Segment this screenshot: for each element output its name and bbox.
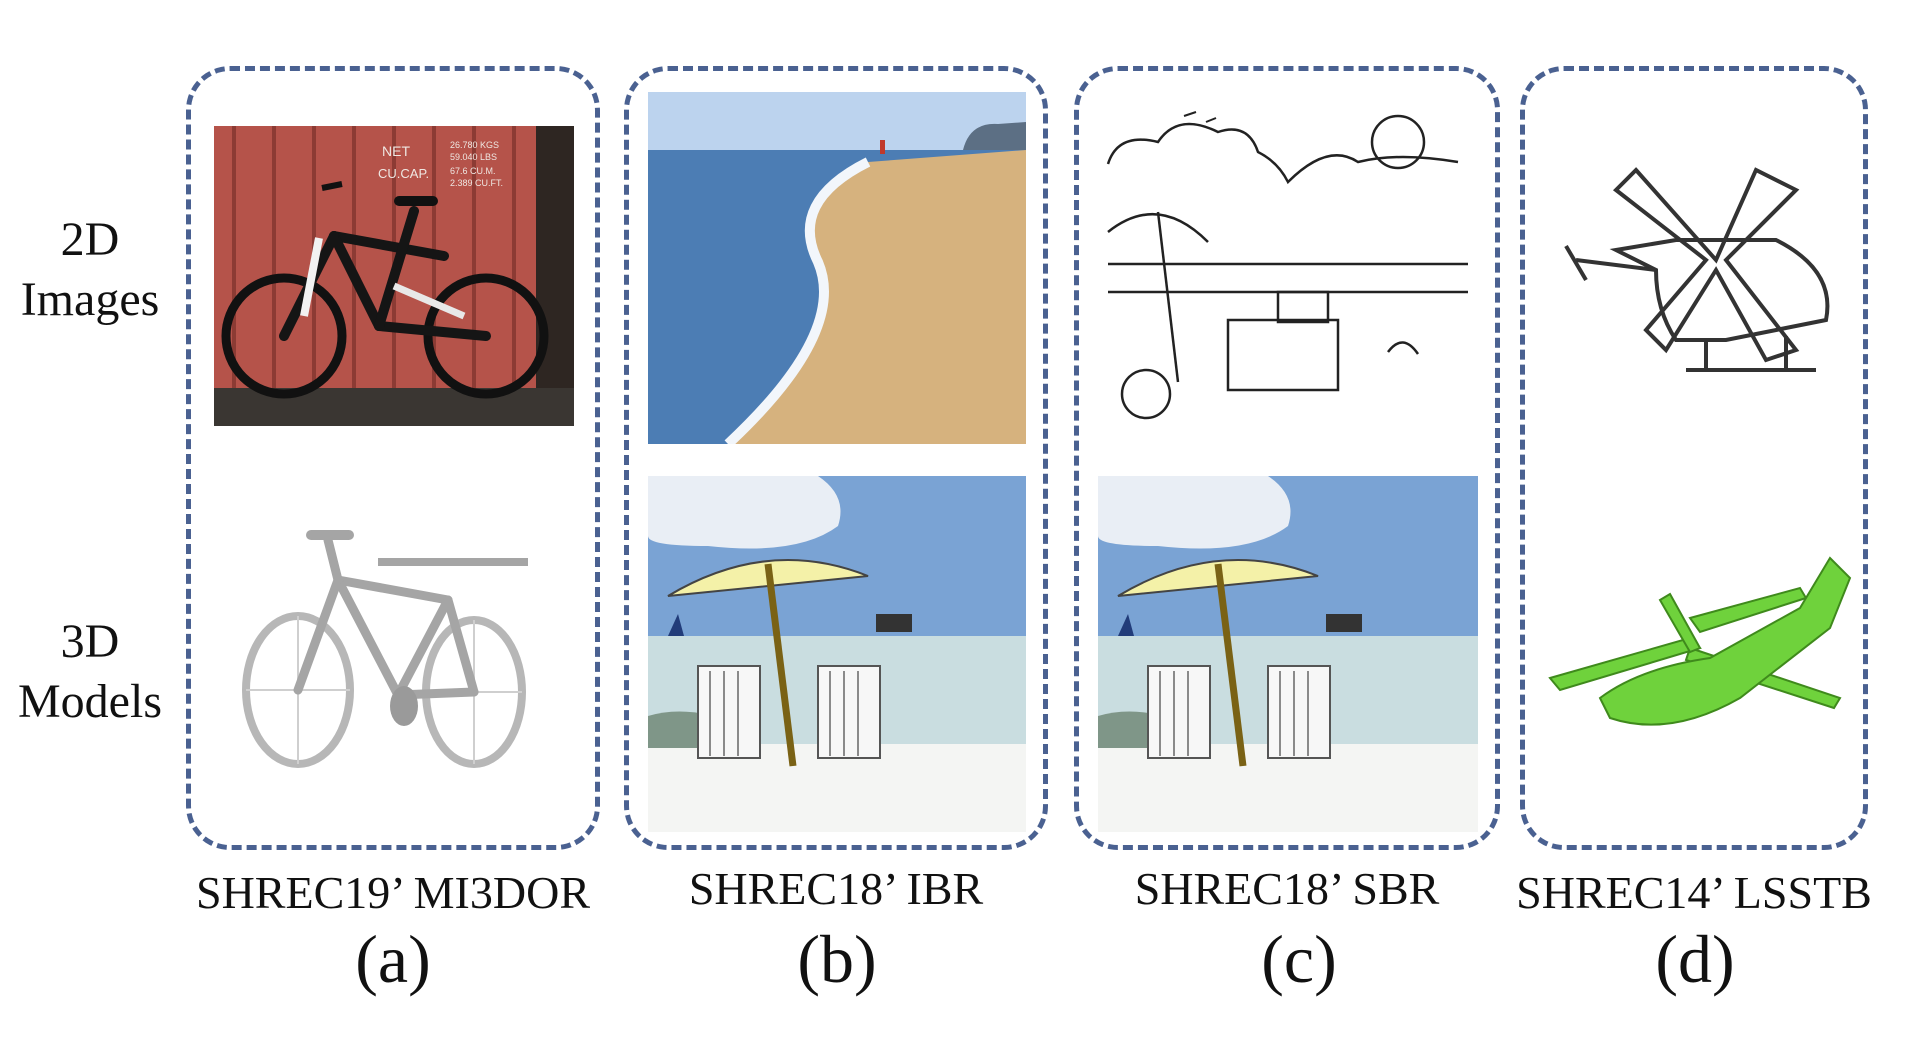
letter-d: (d) (1655, 921, 1735, 997)
row-label-2d-line1: 2D (60, 213, 120, 266)
beach-sketch (1098, 92, 1476, 444)
container-text-lbs: 59.040 LBS (450, 152, 497, 162)
container-text-cum: 67.6 CU.M. (450, 166, 496, 176)
panel-d-frame (1520, 66, 1868, 850)
row-label-3d-line1: 3D (60, 615, 120, 668)
beach-3d-scene (648, 476, 1026, 832)
caption-b: SHREC18’ IBR (688, 863, 984, 914)
row-label-3d-models: 3D Models (0, 612, 180, 732)
letter-b: (b) (797, 921, 877, 997)
row-label-3d-line2: Models (18, 675, 162, 728)
caption-c: SHREC18’ SBR (1134, 863, 1440, 914)
beach-photo (648, 92, 1026, 444)
caption-a: SHREC19’ MI3DOR (195, 867, 590, 918)
panel-b-frame (624, 66, 1048, 850)
panel-a-frame (186, 66, 600, 850)
helicopter-sketch (1556, 150, 1846, 380)
container-text-kgs: 26.780 KGS (450, 140, 499, 150)
container-text-net: NET (382, 143, 410, 159)
container-text-cucap: CU.CAP. (378, 166, 429, 181)
bicycle-photo: NET CU.CAP. 26.780 KGS 59.040 LBS 67.6 C… (214, 126, 574, 426)
letter-a: (a) (355, 921, 431, 997)
helicopter-3d-model (1540, 548, 1856, 748)
row-label-2d-images: 2D Images (0, 210, 180, 330)
container-text-cuft: 2.389 CU.FT. (450, 178, 503, 188)
bicycle-3d-model (238, 520, 538, 790)
beach-3d-scene-sbr (1098, 476, 1478, 832)
panel-c-frame (1074, 66, 1500, 850)
letter-c: (c) (1261, 921, 1337, 997)
caption-d: SHREC14’ LSSTB (1516, 867, 1872, 918)
row-label-2d-line2: Images (20, 273, 160, 326)
